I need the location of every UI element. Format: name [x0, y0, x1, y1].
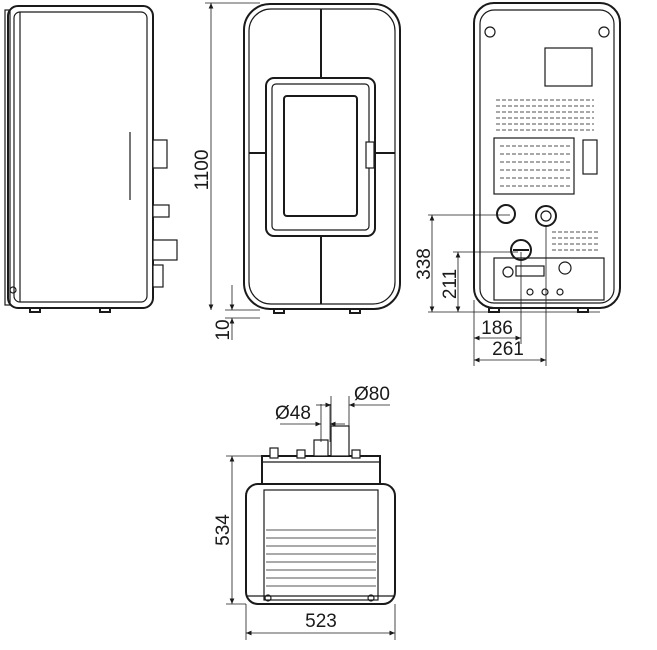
dim-label-1100: 1100 [192, 150, 213, 191]
rear-grille-lower [552, 231, 600, 251]
dim-label-dia-80: Ø80 [354, 384, 390, 405]
dim-label-523: 523 [305, 611, 337, 632]
rear-grille-upper [496, 99, 594, 131]
front-view [243, 3, 401, 314]
dim-label-211: 211 [440, 269, 461, 299]
dim-label-186: 186 [481, 318, 513, 339]
dimension-offset-261: 261 [474, 226, 547, 366]
dimension-foot: 10 [213, 285, 260, 341]
dimension-dia-80: Ø80 [316, 384, 390, 426]
dimension-width: 523 [245, 604, 396, 640]
dim-label-10: 10 [213, 319, 234, 340]
dim-label-261: 261 [492, 339, 524, 360]
dimension-outlet-211: 211 [440, 251, 518, 312]
dim-label-338: 338 [414, 248, 435, 280]
dimension-dia-48: Ø48 [275, 403, 345, 442]
side-view [4, 5, 178, 313]
dim-label-dia-48: Ø48 [275, 403, 311, 424]
rear-grille-middle [500, 145, 570, 187]
dim-label-534: 534 [213, 514, 234, 546]
dimension-depth: 534 [213, 455, 262, 605]
dimension-outlet-338: 338 [414, 214, 510, 312]
dimension-height-total: 1100 [192, 2, 260, 310]
rear-view [473, 2, 621, 313]
top-view [245, 425, 396, 605]
dimension-offset-186: 186 [473, 252, 522, 366]
top-grille [266, 529, 376, 587]
